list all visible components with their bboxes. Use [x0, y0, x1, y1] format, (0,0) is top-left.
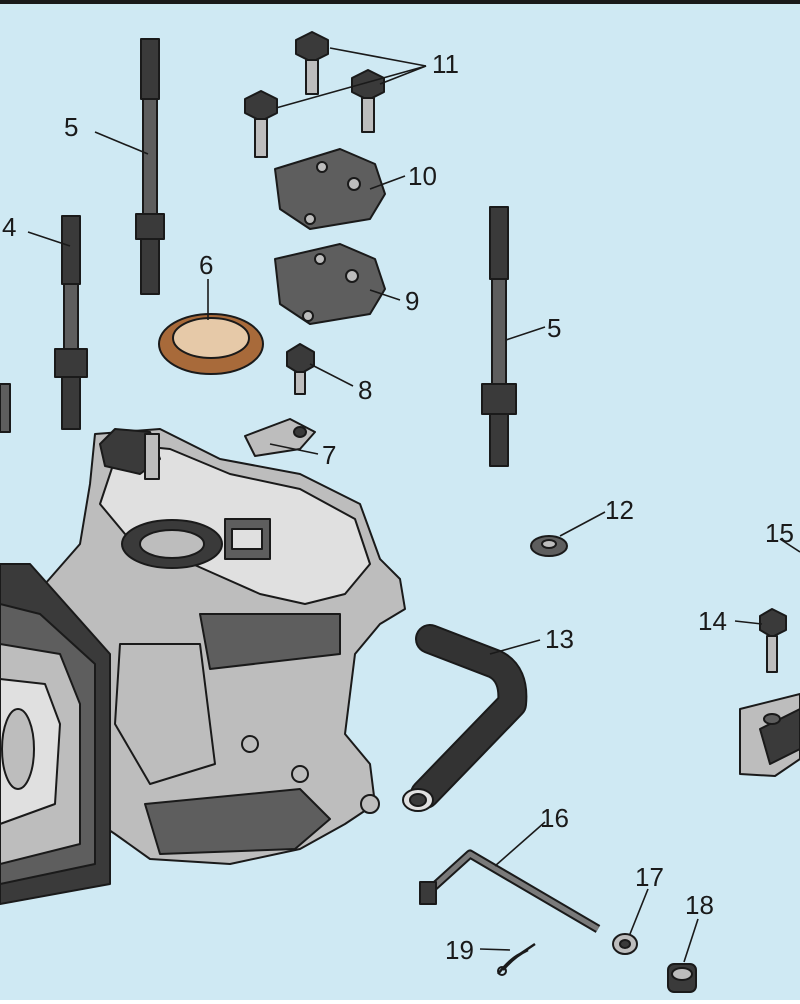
oil-seal: [158, 313, 264, 375]
callout-5-right: 5: [547, 313, 561, 343]
washer-17: [612, 933, 638, 955]
stud-bolt-right: [481, 206, 517, 467]
bracket-7: [244, 418, 316, 457]
callout-10: 10: [408, 161, 437, 191]
callout-4: 4: [2, 212, 16, 242]
callout-11: 11: [432, 49, 459, 79]
bushing-18: [667, 963, 697, 993]
bracket-15: [739, 693, 800, 777]
flange-bolt-11c: [244, 90, 278, 158]
governor-rod: [419, 849, 601, 933]
flange-bolt-11b: [351, 69, 385, 133]
partial-part-left: [0, 383, 11, 433]
flange-bolt-14: [759, 608, 787, 673]
callout-8: 8: [358, 375, 372, 405]
cylinder-head: [0, 563, 111, 905]
cover-plate-9: [274, 243, 386, 325]
exploded-view: 11 5 10 4 6 9 5 8 7 12 15 14 13 16 17 18…: [0, 31, 800, 993]
callout-12: 12: [605, 495, 634, 525]
callout-5-left: 5: [64, 112, 78, 142]
crankcase: [19, 428, 406, 865]
stud-bolt-left: [135, 38, 165, 295]
callouts: 11 5 10 4 6 9 5 8 7 12 15 14 13 16 17 18…: [2, 49, 794, 965]
breather-hose: [402, 624, 528, 812]
callout-18: 18: [685, 890, 714, 920]
callout-15: 15: [765, 518, 794, 548]
flange-bolt-8: [286, 343, 315, 395]
callout-7: 7: [322, 440, 336, 470]
cotter-pin-19: [497, 942, 536, 976]
washer-12: [530, 535, 568, 557]
callout-17: 17: [635, 862, 664, 892]
callout-14: 14: [698, 606, 727, 636]
callout-19: 19: [445, 935, 474, 965]
flange-bolt-11a: [295, 31, 329, 95]
stud-bolt-4: [54, 215, 88, 430]
leader-lines: [27, 47, 800, 963]
callout-9: 9: [405, 286, 419, 316]
cover-plate-10: [274, 148, 386, 230]
callout-6: 6: [199, 250, 213, 280]
callout-16: 16: [540, 803, 569, 833]
callout-13: 13: [545, 624, 574, 654]
